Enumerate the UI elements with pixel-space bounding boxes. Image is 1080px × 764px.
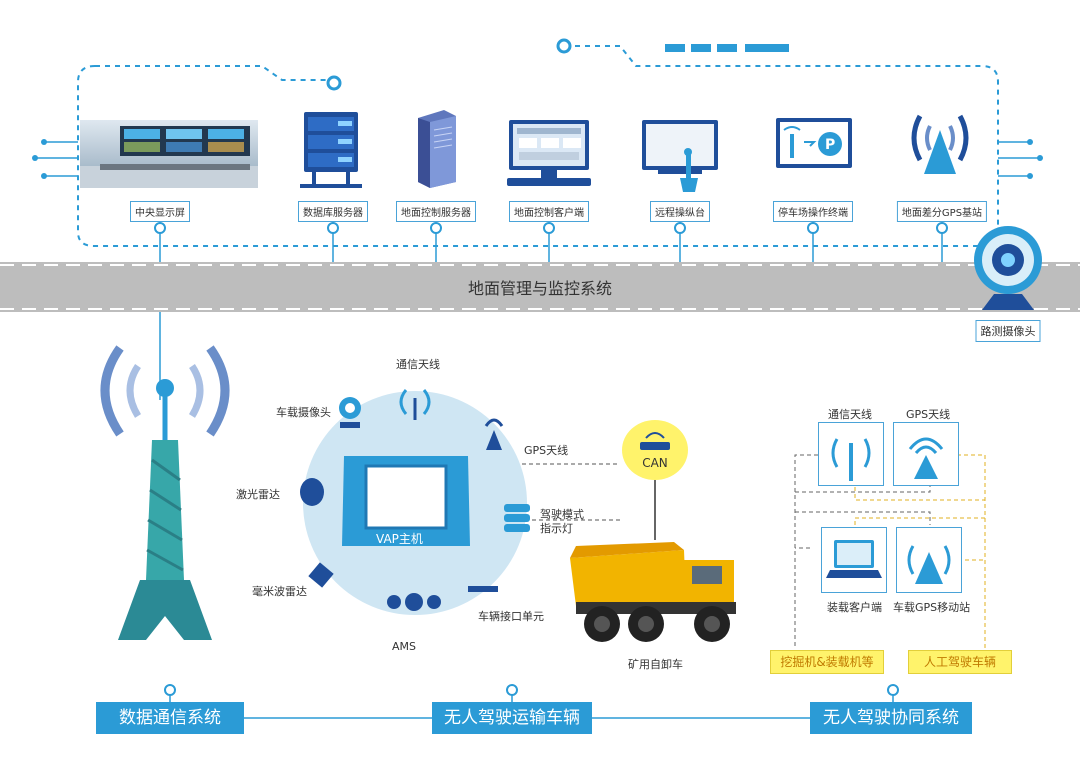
roadside-camera-label: 路测摄像头 bbox=[975, 320, 1041, 342]
management-road-band bbox=[0, 262, 1080, 312]
device-label-control-server: 地面控制服务器 bbox=[396, 201, 476, 222]
coop-gps-antenna-box bbox=[893, 422, 959, 486]
mining-truck-image bbox=[570, 542, 736, 642]
frame-node-icon bbox=[326, 75, 342, 91]
database-server-icon bbox=[300, 112, 362, 188]
roadside-camera-icon bbox=[974, 226, 1042, 310]
manual-vehicle-tag: 人工驾驶车辆 bbox=[908, 650, 1012, 674]
mmwave-radar-label: 毫米波雷达 bbox=[252, 585, 307, 598]
tower-server-icon bbox=[418, 110, 456, 188]
control-room-photo bbox=[80, 120, 258, 188]
vehicle-comm-antenna-label: 通信天线 bbox=[396, 358, 440, 371]
cooperative-system-button[interactable]: 无人驾驶协同系统 bbox=[810, 702, 972, 734]
interface-unit-label: 车辆接口单元 bbox=[478, 610, 544, 623]
data-comm-system-button[interactable]: 数据通信系统 bbox=[96, 702, 244, 734]
vehicle-camera-label: 车载摄像头 bbox=[276, 406, 331, 419]
mining-truck-label: 矿用自卸车 bbox=[628, 658, 683, 671]
coop-comm-antenna-box bbox=[818, 422, 884, 486]
joystick-console-icon bbox=[642, 120, 718, 192]
coop-gps-antenna-label: GPS天线 bbox=[906, 408, 951, 421]
loading-client-label: 装载客户端 bbox=[827, 601, 882, 614]
device-label-parking-terminal: 停车场操作终端 bbox=[773, 201, 853, 222]
device-label-database-server: 数据库服务器 bbox=[298, 201, 368, 222]
device-label-central-screen: 中央显示屏 bbox=[130, 201, 190, 222]
gps-antenna-label: GPS天线 bbox=[524, 444, 569, 457]
svg-text:P: P bbox=[825, 137, 835, 153]
device-label-gps-base: 地面差分GPS基站 bbox=[896, 201, 988, 222]
excavator-tag: 挖掘机&装载机等 bbox=[770, 650, 884, 674]
coop-comm-antenna-label: 通信天线 bbox=[828, 408, 872, 421]
parking-terminal-icon: P bbox=[776, 118, 852, 168]
gps-base-icon bbox=[911, 114, 969, 174]
gps-mobile-label: 车载GPS移动站 bbox=[893, 601, 971, 614]
comm-tower-icon bbox=[100, 345, 230, 640]
desktop-client-icon bbox=[507, 120, 591, 186]
can-label: CAN bbox=[642, 456, 668, 470]
loading-client-box bbox=[821, 527, 887, 593]
device-label-remote-console: 远程操纵台 bbox=[650, 201, 710, 222]
ams-label: AMS bbox=[392, 640, 416, 653]
device-label-control-client: 地面控制客户端 bbox=[509, 201, 589, 222]
unmanned-vehicle-button[interactable]: 无人驾驶运输车辆 bbox=[432, 702, 592, 734]
lidar-label: 激光雷达 bbox=[236, 488, 280, 501]
vap-host-label: VAP主机 bbox=[376, 532, 423, 546]
management-system-title: 地面管理与监控系统 bbox=[467, 279, 612, 298]
frame-node-icon bbox=[556, 38, 572, 54]
drive-mode-light-label: 驾驶模式 指示灯 bbox=[540, 508, 584, 535]
vehicle-system-graphic bbox=[300, 389, 530, 615]
gps-mobile-box bbox=[896, 527, 962, 593]
can-bus-badge: CAN bbox=[622, 420, 688, 480]
